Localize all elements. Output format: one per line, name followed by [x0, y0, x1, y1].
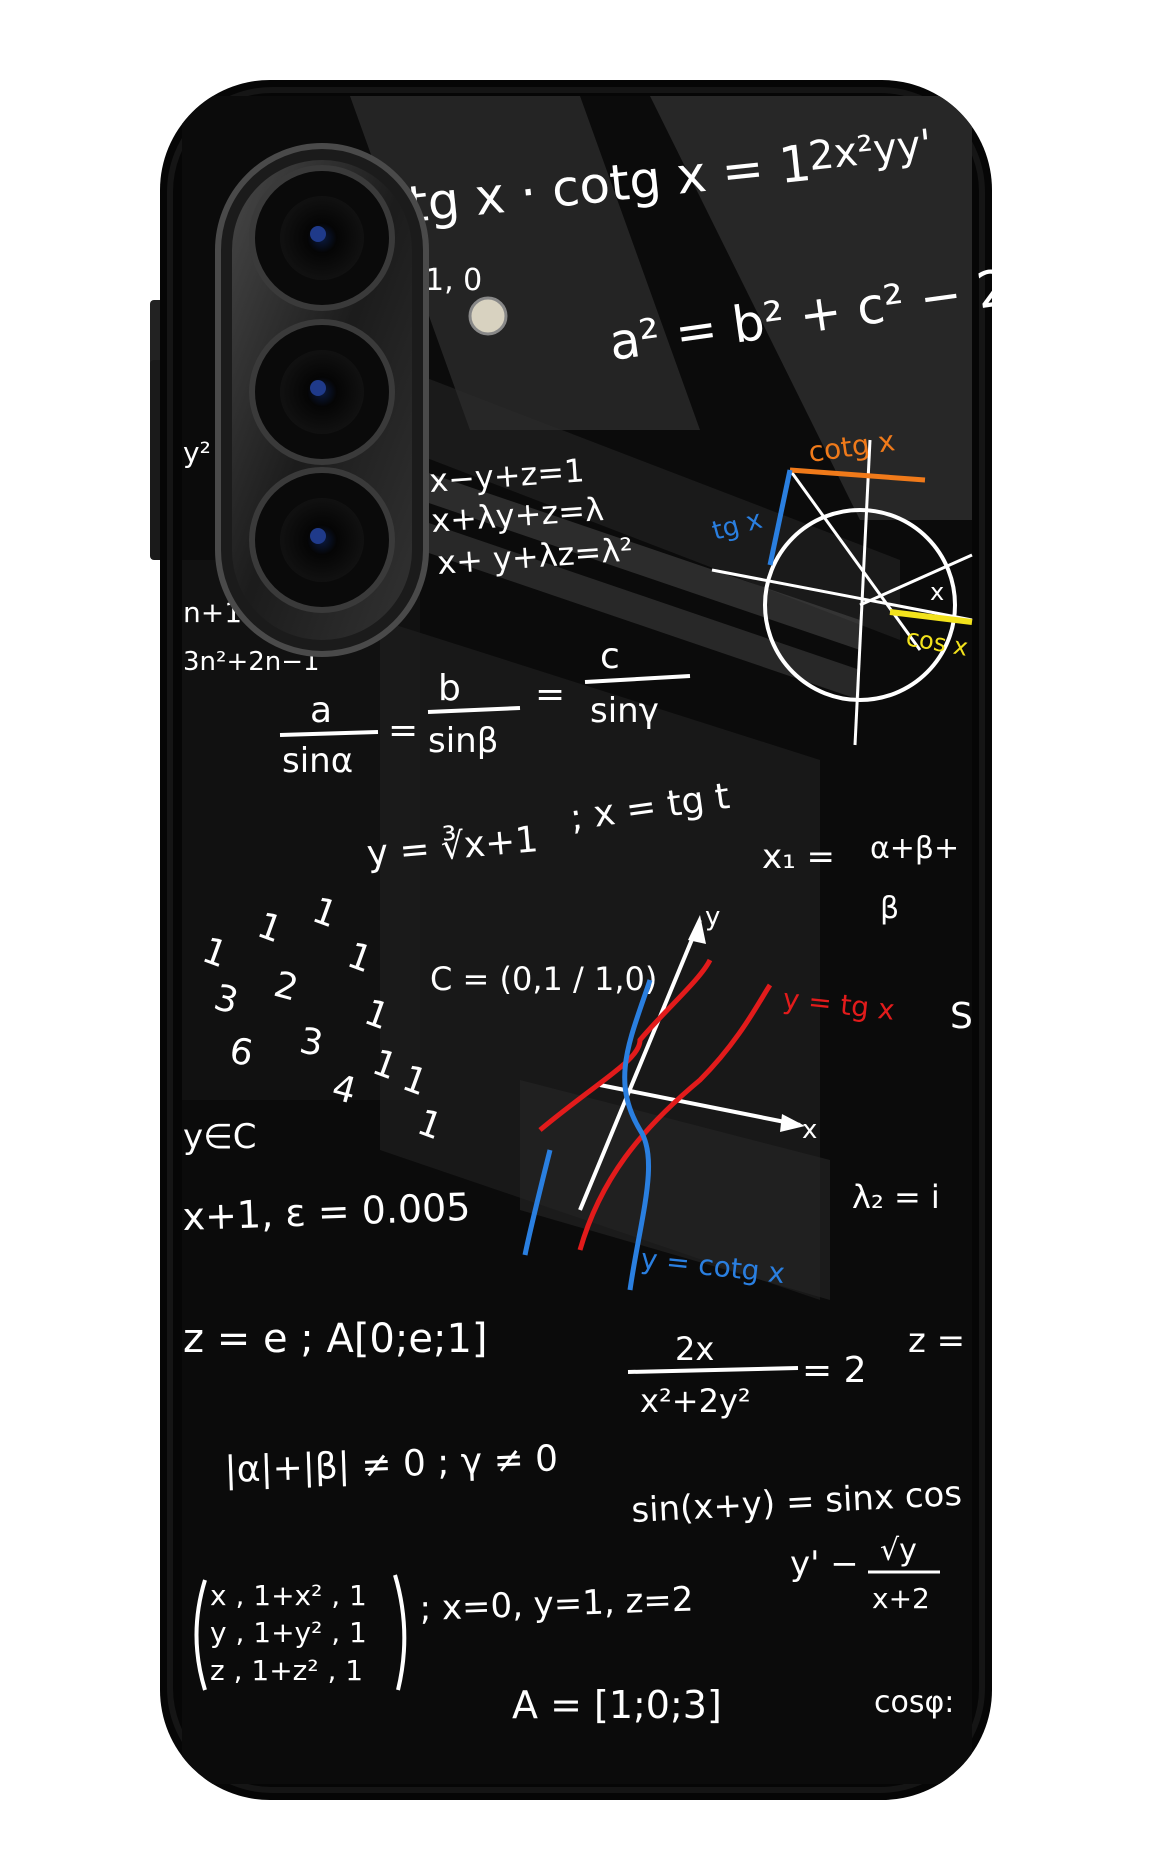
formula-f19: C = (0,1 / 1,0) — [430, 960, 657, 998]
tangent-graph: y x y = tg x y = cotg x — [522, 902, 896, 1291]
case-rim — [167, 87, 985, 1793]
formula-f13-num: c — [600, 636, 620, 677]
chalkboard-print: tg x · cotg x = 1 2x²yy' a² = b² + c² − … — [182, 96, 992, 1784]
camera-lens-icon — [249, 467, 395, 613]
formula-f13-den: sinγ — [590, 691, 659, 731]
formula-f23: z = e ; A[0;e;1] — [183, 1316, 488, 1362]
formula-f31: A = [1;0;3] — [512, 1683, 722, 1727]
formula-f21: x+1, ε = 0.005 — [182, 1185, 471, 1239]
formula-f33: S — [950, 996, 973, 1037]
flash-icon — [468, 296, 508, 336]
formula-f24-rhs: = 2 — [802, 1350, 867, 1391]
label-x-letter: x — [930, 578, 944, 606]
graph-axis-y: y — [705, 902, 720, 932]
formula-f22: λ₂ = i — [852, 1178, 940, 1216]
formula-f24-den: x²+2y² — [640, 1382, 751, 1420]
formula-f12-num: b — [438, 668, 461, 709]
graph-axis-x: x — [802, 1115, 817, 1145]
formula-f12-den: sinβ — [428, 721, 498, 761]
formula-f05: y² — [183, 436, 211, 469]
camera-lens-icon — [249, 319, 395, 465]
formula-f28-den: x+2 — [872, 1582, 930, 1615]
formula-f30: ; x=0, y=1, z=2 — [419, 1579, 694, 1629]
formula-f28: y' − — [790, 1544, 859, 1584]
formula-f18: β — [880, 891, 899, 926]
camera-module-icon — [215, 143, 429, 657]
formula-f29-row2: y , 1+y² , 1 — [210, 1616, 367, 1649]
camera-lens-icon — [249, 165, 395, 311]
svg-text:=: = — [535, 674, 565, 715]
formula-f16: x₁ = — [762, 837, 835, 877]
formula-f04: 1, 0 — [425, 263, 482, 298]
formula-f29-row1: x , 1+x² , 1 — [210, 1579, 367, 1612]
formula-f24-num: 2x — [675, 1330, 714, 1368]
formula-f32: cosφ: — [874, 1685, 954, 1720]
formula-f25: z = — [908, 1321, 965, 1361]
svg-text:=: = — [388, 710, 418, 751]
formula-f17: α+β+ — [870, 831, 959, 866]
trig-circle-diagram: cotg x tg x cos x x — [709, 424, 973, 746]
formula-f11-num: a — [310, 690, 332, 731]
formula-f11-den: sinα — [282, 741, 353, 781]
formula-f20: y∈C — [183, 1117, 256, 1157]
formula-f28-num: √y — [880, 1533, 917, 1568]
formula-f29-row3: z , 1+z² , 1 — [210, 1654, 363, 1687]
